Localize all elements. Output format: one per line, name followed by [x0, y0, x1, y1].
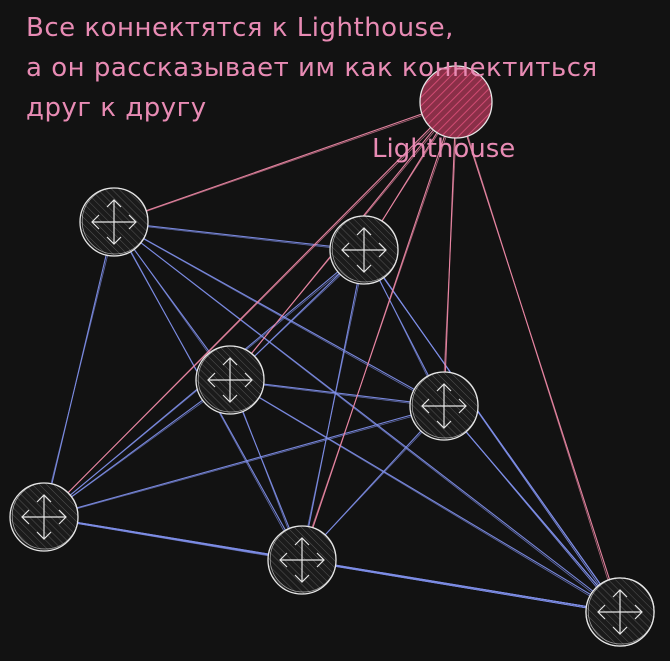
peer-node	[585, 577, 655, 647]
peer-link	[301, 559, 621, 613]
four-way-arrows-icon	[279, 537, 325, 583]
lighthouse-link	[300, 103, 458, 562]
peer-link	[445, 406, 619, 614]
four-way-arrows-icon	[421, 383, 467, 429]
lighthouse-link	[42, 102, 458, 519]
edges-layer	[42, 101, 622, 614]
peer-link	[303, 560, 619, 614]
peer-link	[42, 380, 232, 519]
peer-link	[115, 222, 443, 408]
four-way-arrows-icon	[207, 357, 253, 403]
peer-link	[42, 223, 116, 519]
peer-link	[115, 222, 619, 614]
peer-node	[329, 215, 399, 285]
peer-link	[42, 406, 446, 519]
peer-link	[300, 251, 366, 562]
peer-link	[229, 379, 445, 407]
four-way-arrows-icon	[21, 494, 67, 540]
peer-link	[365, 250, 619, 614]
peer-node	[9, 482, 79, 552]
peer-link	[113, 221, 365, 251]
peer-link	[231, 380, 619, 614]
peer-link	[115, 222, 363, 252]
peer-node	[267, 525, 337, 595]
lighthouse-link	[442, 103, 458, 408]
peer-node	[409, 371, 479, 441]
peer-link	[229, 379, 621, 613]
nodes-layer	[9, 65, 655, 647]
peer-node	[79, 187, 149, 257]
lighthouse-label: Lighthouse	[372, 134, 516, 164]
caption-line-2: а он рассказывает им как коннектиться	[26, 53, 598, 83]
lighthouse-link	[457, 103, 619, 614]
peer-node	[195, 345, 265, 415]
four-way-arrows-icon	[91, 199, 137, 245]
lighthouse-link	[113, 101, 457, 223]
lighthouse-circle-icon	[419, 65, 493, 139]
caption: Все коннектятся к Lighthouse, а он расск…	[26, 8, 598, 128]
caption-line-3: друг к другу	[26, 93, 207, 123]
lighthouse-link	[112, 102, 458, 224]
four-way-arrows-icon	[597, 589, 643, 635]
peer-link	[113, 221, 445, 407]
four-way-arrows-icon	[341, 227, 387, 273]
peer-link	[231, 380, 443, 408]
peer-link	[43, 405, 445, 518]
caption-line-1: Все коннектятся к Lighthouse,	[26, 13, 454, 43]
